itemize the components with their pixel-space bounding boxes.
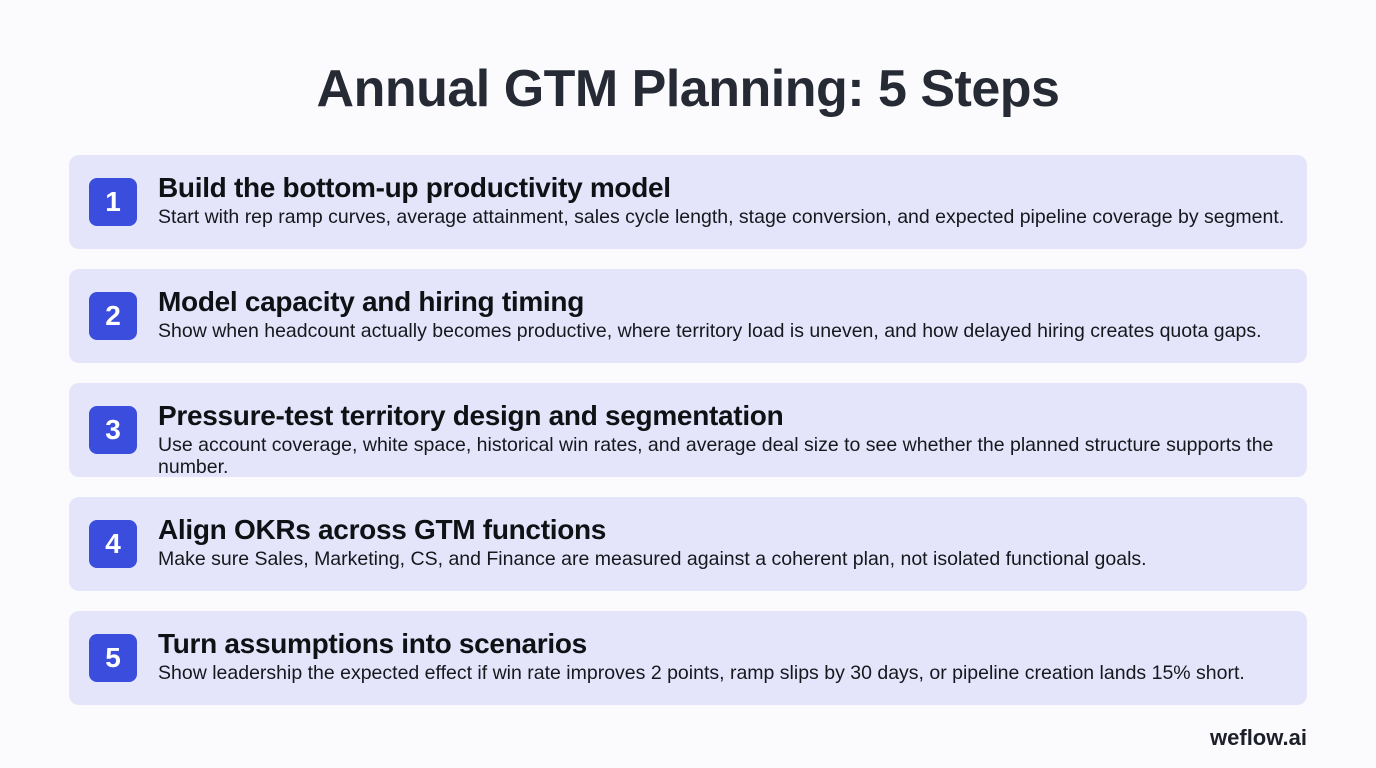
step-description: Use account coverage, white space, histo… (158, 434, 1274, 478)
step-number-badge: 4 (89, 520, 137, 568)
step-number-badge: 2 (89, 292, 137, 340)
step-text: Build the bottom-up productivity model S… (158, 171, 1291, 228)
step-heading: Align OKRs across GTM functions (158, 514, 607, 545)
step-number-badge: 5 (89, 634, 137, 682)
page-title: Annual GTM Planning: 5 Steps (316, 60, 1060, 118)
step-heading: Turn assumptions into scenarios (158, 628, 587, 659)
step-card-4: 4 Align OKRs across GTM functions Make s… (69, 497, 1307, 591)
steps-list: 1 Build the bottom-up productivity model… (69, 155, 1307, 725)
step-card-2: 2 Model capacity and hiring timing Show … (69, 269, 1307, 363)
step-description: Make sure Sales, Marketing, CS, and Fina… (158, 548, 1147, 570)
step-heading: Pressure-test territory design and segme… (158, 400, 784, 431)
step-number-badge: 1 (89, 178, 137, 226)
step-description: Show leadership the expected effect if w… (158, 662, 1245, 684)
step-card-5: 5 Turn assumptions into scenarios Show l… (69, 611, 1307, 705)
step-text: Align OKRs across GTM functions Make sur… (158, 513, 1291, 570)
step-card-3: 3 Pressure-test territory design and seg… (69, 383, 1307, 478)
brand-logo-text: weflow.ai (1210, 725, 1307, 750)
step-heading: Build the bottom-up productivity model (158, 172, 671, 203)
step-number-badge: 3 (89, 406, 137, 454)
step-card-1: 1 Build the bottom-up productivity model… (69, 155, 1307, 249)
step-text: Pressure-test territory design and segme… (158, 399, 1291, 478)
step-heading: Model capacity and hiring timing (158, 286, 584, 317)
step-text: Turn assumptions into scenarios Show lea… (158, 627, 1291, 684)
step-description: Show when headcount actually becomes pro… (158, 320, 1262, 342)
step-text: Model capacity and hiring timing Show wh… (158, 285, 1291, 342)
step-description: Start with rep ramp curves, average atta… (158, 206, 1285, 228)
